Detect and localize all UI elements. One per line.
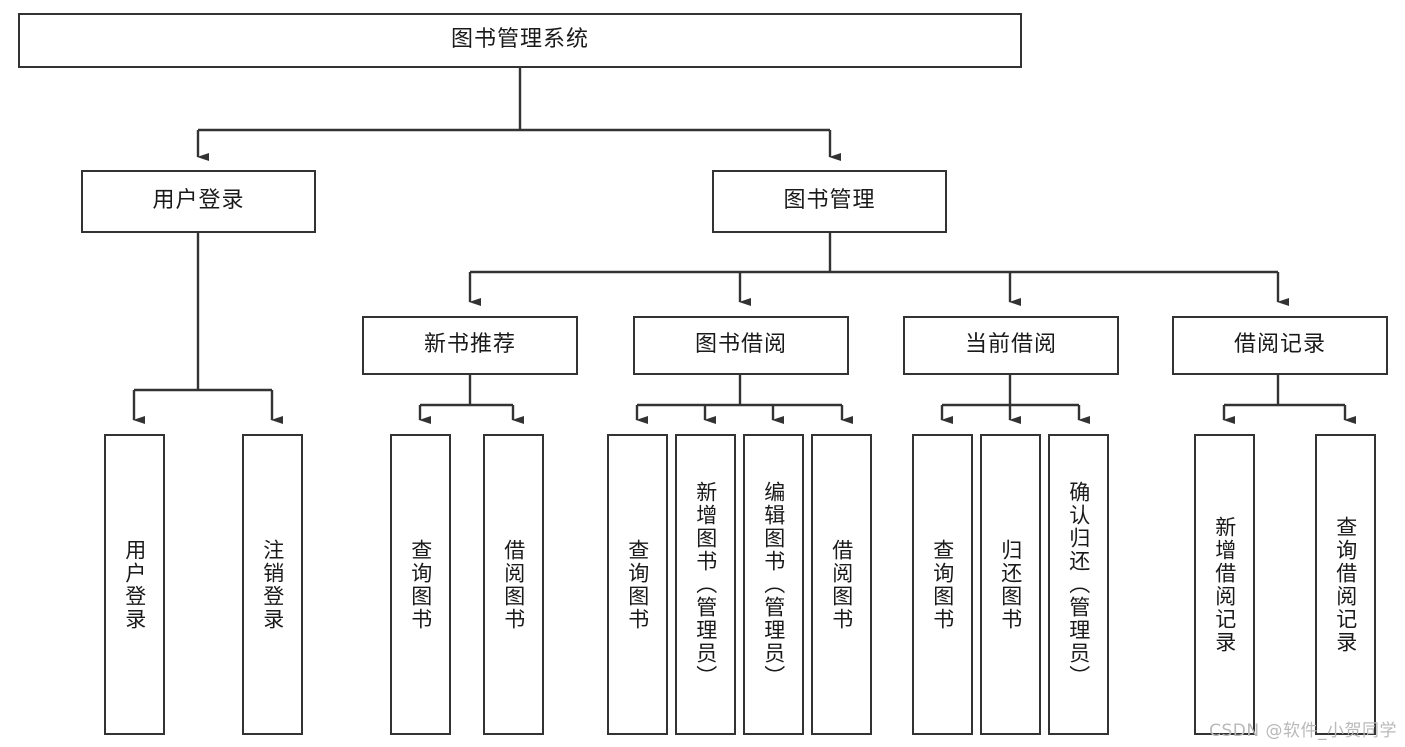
node-label: 借阅图书	[501, 538, 526, 631]
leaf-add-borrow-record[interactable]: 新增借阅记录	[1194, 434, 1255, 735]
node-label: 借阅记录	[1233, 332, 1326, 358]
node-label: 归还图书	[998, 538, 1023, 631]
node-label: 新增借阅记录	[1212, 515, 1237, 654]
leaf-query-book-3[interactable]: 查询图书	[912, 434, 973, 735]
node-label: 图书管理系统	[450, 27, 589, 53]
leaf-return-book[interactable]: 归还图书	[980, 434, 1041, 735]
node-label: 新增图书（管理员）	[693, 481, 718, 688]
leaf-query-book-2[interactable]: 查询图书	[607, 434, 668, 735]
node-label: 查询图书	[930, 538, 955, 631]
node-label: 编辑图书（管理员）	[761, 481, 786, 688]
node-label: 图书借阅	[694, 332, 787, 358]
node-borrow-record[interactable]: 借阅记录	[1172, 316, 1388, 375]
node-label: 确认归还（管理员）	[1066, 481, 1091, 688]
node-book-borrow[interactable]: 图书借阅	[633, 316, 849, 375]
leaf-confirm-return-admin[interactable]: 确认归还（管理员）	[1048, 434, 1109, 735]
node-label: 图书管理	[783, 188, 876, 214]
node-label: 用户登录	[122, 538, 147, 631]
node-label: 借阅图书	[829, 538, 854, 631]
leaf-query-borrow-record[interactable]: 查询借阅记录	[1315, 434, 1376, 735]
node-label: 用户登录	[152, 188, 245, 214]
node-label: 查询借阅记录	[1333, 515, 1358, 654]
csdn-watermark: CSDN @软件_小贺同学	[1209, 721, 1397, 741]
leaf-borrow-book-2[interactable]: 借阅图书	[811, 434, 872, 735]
node-user-login[interactable]: 用户登录	[81, 170, 316, 233]
node-label: 当前借阅	[964, 332, 1057, 358]
node-root-book-management-system[interactable]: 图书管理系统	[18, 13, 1022, 68]
node-label: 查询图书	[625, 538, 650, 631]
leaf-edit-book-admin[interactable]: 编辑图书（管理员）	[743, 434, 804, 735]
node-label: 查询图书	[408, 538, 433, 631]
leaf-borrow-book-1[interactable]: 借阅图书	[483, 434, 544, 735]
leaf-query-book-1[interactable]: 查询图书	[390, 434, 451, 735]
node-current-borrow[interactable]: 当前借阅	[903, 316, 1119, 375]
node-new-book-recommendation[interactable]: 新书推荐	[362, 316, 578, 375]
node-label: 注销登录	[260, 538, 285, 631]
node-book-manage[interactable]: 图书管理	[712, 170, 947, 233]
leaf-user-login[interactable]: 用户登录	[104, 434, 165, 735]
leaf-add-book-admin[interactable]: 新增图书（管理员）	[675, 434, 736, 735]
leaf-logout-login[interactable]: 注销登录	[242, 434, 303, 735]
node-label: 新书推荐	[423, 332, 516, 358]
